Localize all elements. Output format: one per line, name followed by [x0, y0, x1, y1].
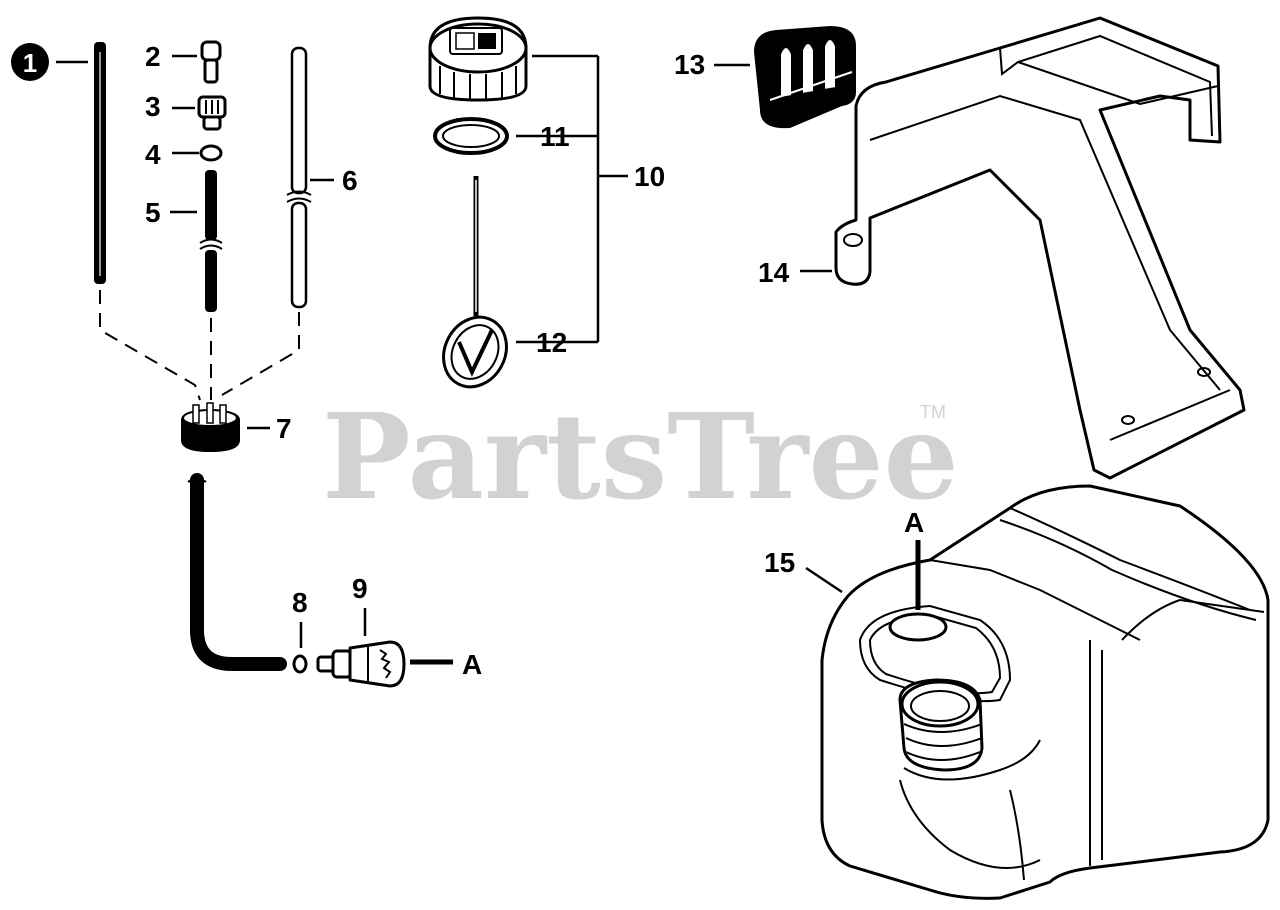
- bracket-10: [516, 54, 628, 344]
- part-1-fuel-line[interactable]: [94, 42, 106, 284]
- part-10-fuel-cap[interactable]: [428, 16, 528, 102]
- callout-9[interactable]: 9: [352, 573, 368, 604]
- callout-12[interactable]: 12: [536, 327, 567, 358]
- callout-6[interactable]: 6: [342, 165, 358, 196]
- callout-1[interactable]: 1: [23, 48, 37, 78]
- callout-10[interactable]: 10: [634, 161, 665, 192]
- leader-15: [805, 566, 843, 594]
- assembly-dashed-lines: [99, 290, 300, 401]
- callout-11[interactable]: 11: [540, 121, 570, 152]
- callout-4[interactable]: 4: [145, 139, 161, 170]
- reference-a-tank[interactable]: A: [904, 507, 924, 538]
- reference-a-filter[interactable]: A: [462, 649, 482, 680]
- callout-8[interactable]: 8: [292, 587, 308, 618]
- watermark-trademark: TM: [920, 402, 946, 422]
- callout-7[interactable]: 7: [276, 413, 292, 444]
- callout-13[interactable]: 13: [674, 49, 705, 80]
- callout-14[interactable]: 14: [758, 257, 790, 288]
- part-12-tether[interactable]: [432, 176, 519, 398]
- callout-15[interactable]: 15: [764, 547, 795, 578]
- part-14-tank-bracket[interactable]: [834, 16, 1246, 480]
- part-7-grommet[interactable]: [181, 402, 240, 452]
- part-4-clip[interactable]: [199, 144, 223, 162]
- part-2-fitting[interactable]: [200, 40, 222, 84]
- callout-2[interactable]: 2: [145, 41, 161, 72]
- hose-break-mark: [187, 478, 207, 483]
- part-3-connector[interactable]: [197, 95, 227, 131]
- part-5-fuel-line[interactable]: [199, 170, 223, 312]
- part-15-fuel-tank[interactable]: [820, 484, 1270, 900]
- callout-1-badge: [11, 43, 49, 81]
- part-11-cap-gasket[interactable]: [433, 117, 509, 155]
- fuel-hose-bent: [190, 473, 287, 671]
- callout-5[interactable]: 5: [145, 197, 161, 228]
- watermark-text: PartsTree: [322, 387, 959, 526]
- part-9-fuel-filter[interactable]: [316, 640, 406, 688]
- callout-3[interactable]: 3: [145, 91, 161, 122]
- part-8-o-ring[interactable]: [292, 654, 308, 674]
- part-13-pad[interactable]: [754, 26, 856, 129]
- part-6-vent-line[interactable]: [286, 46, 312, 309]
